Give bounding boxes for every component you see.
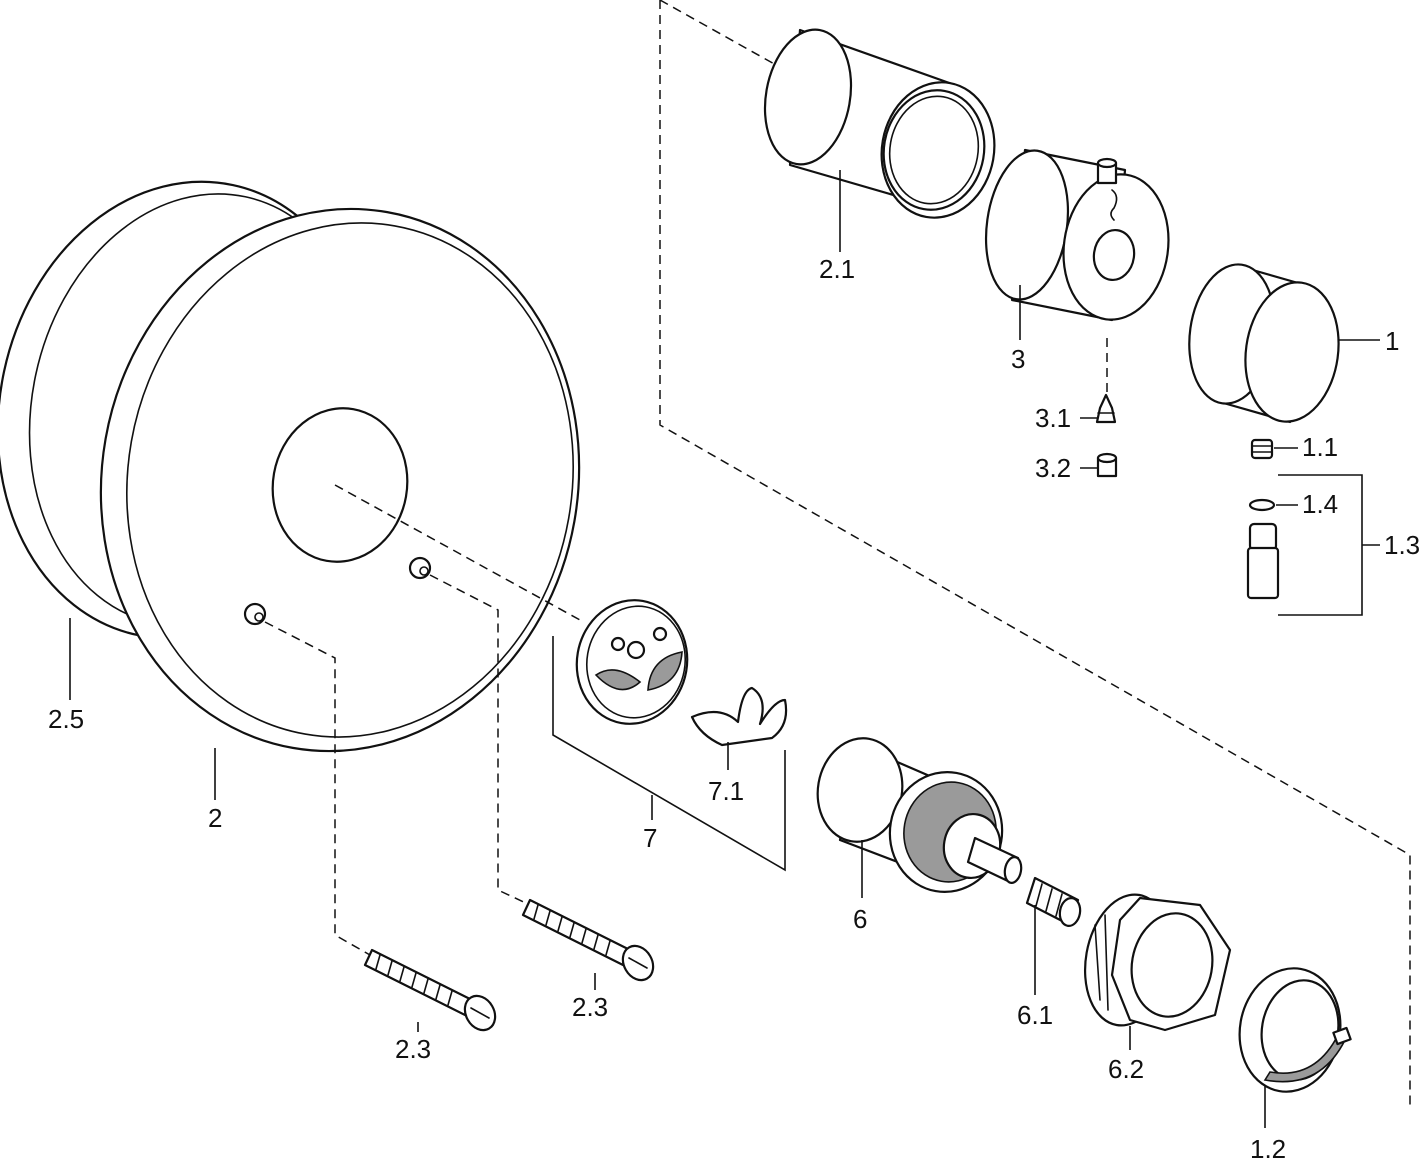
part-3-handle <box>984 148 1170 322</box>
callout-3-1: 3.1 <box>1035 403 1071 433</box>
callout-3-2: 3.2 <box>1035 453 1071 483</box>
part-3-1-grub-screw <box>1095 393 1117 424</box>
part-1-2-locking-ring <box>1238 967 1352 1093</box>
part-1-end-cap <box>1188 263 1340 424</box>
part-1-3-extension <box>1246 522 1280 600</box>
callout-2-5: 2.5 <box>48 704 84 734</box>
leader-lines <box>69 170 1380 1128</box>
axis-line-dashed <box>334 484 581 621</box>
part-2-3-screw-left <box>363 948 497 1032</box>
part-2-3-screw-right <box>521 898 655 982</box>
callout-6-2: 6.2 <box>1108 1054 1144 1084</box>
callout-2: 2 <box>208 803 222 833</box>
callout-7: 7 <box>643 823 657 853</box>
assembly-boundary-dashed <box>659 0 1411 1105</box>
callout-6: 6 <box>853 904 867 934</box>
callout-1-3: 1.3 <box>1384 530 1420 560</box>
callout-2-3-left: 2.3 <box>395 1034 431 1064</box>
part-1-4-o-ring <box>1248 498 1276 512</box>
callout-6-1: 6.1 <box>1017 1000 1053 1030</box>
part-7-1-flower-emblem <box>690 686 788 747</box>
callout-3: 3 <box>1011 344 1025 374</box>
part-1-1-insert <box>1250 438 1274 460</box>
part-3-2-bushing <box>1096 452 1118 478</box>
bracket-1-3 <box>1278 474 1380 616</box>
callout-2-1: 2.1 <box>819 254 855 284</box>
callout-1-1: 1.1 <box>1302 432 1338 462</box>
callout-labels: 1 1.1 1.4 1.3 1.2 2 2.1 2.3 2.3 2.5 3 3.… <box>48 254 1420 1159</box>
screw-path-dashed-left <box>264 621 371 956</box>
part-6-1-adapter <box>1025 876 1082 927</box>
callout-7-1: 7.1 <box>708 776 744 806</box>
part-7-logo-cap <box>575 599 689 725</box>
part-6-2-hex-nut <box>1083 893 1232 1032</box>
callout-1-4: 1.4 <box>1302 489 1338 519</box>
part-2-cover-plate <box>99 207 581 753</box>
callout-2-3-right: 2.3 <box>572 992 608 1022</box>
screw-path-dashed-right <box>429 574 531 906</box>
bracket-7 <box>552 636 786 872</box>
callout-1-2: 1.2 <box>1250 1134 1286 1159</box>
part-2-1-sleeve <box>763 28 996 219</box>
part-6-cartridge <box>816 737 1023 893</box>
callout-1: 1 <box>1385 326 1399 356</box>
